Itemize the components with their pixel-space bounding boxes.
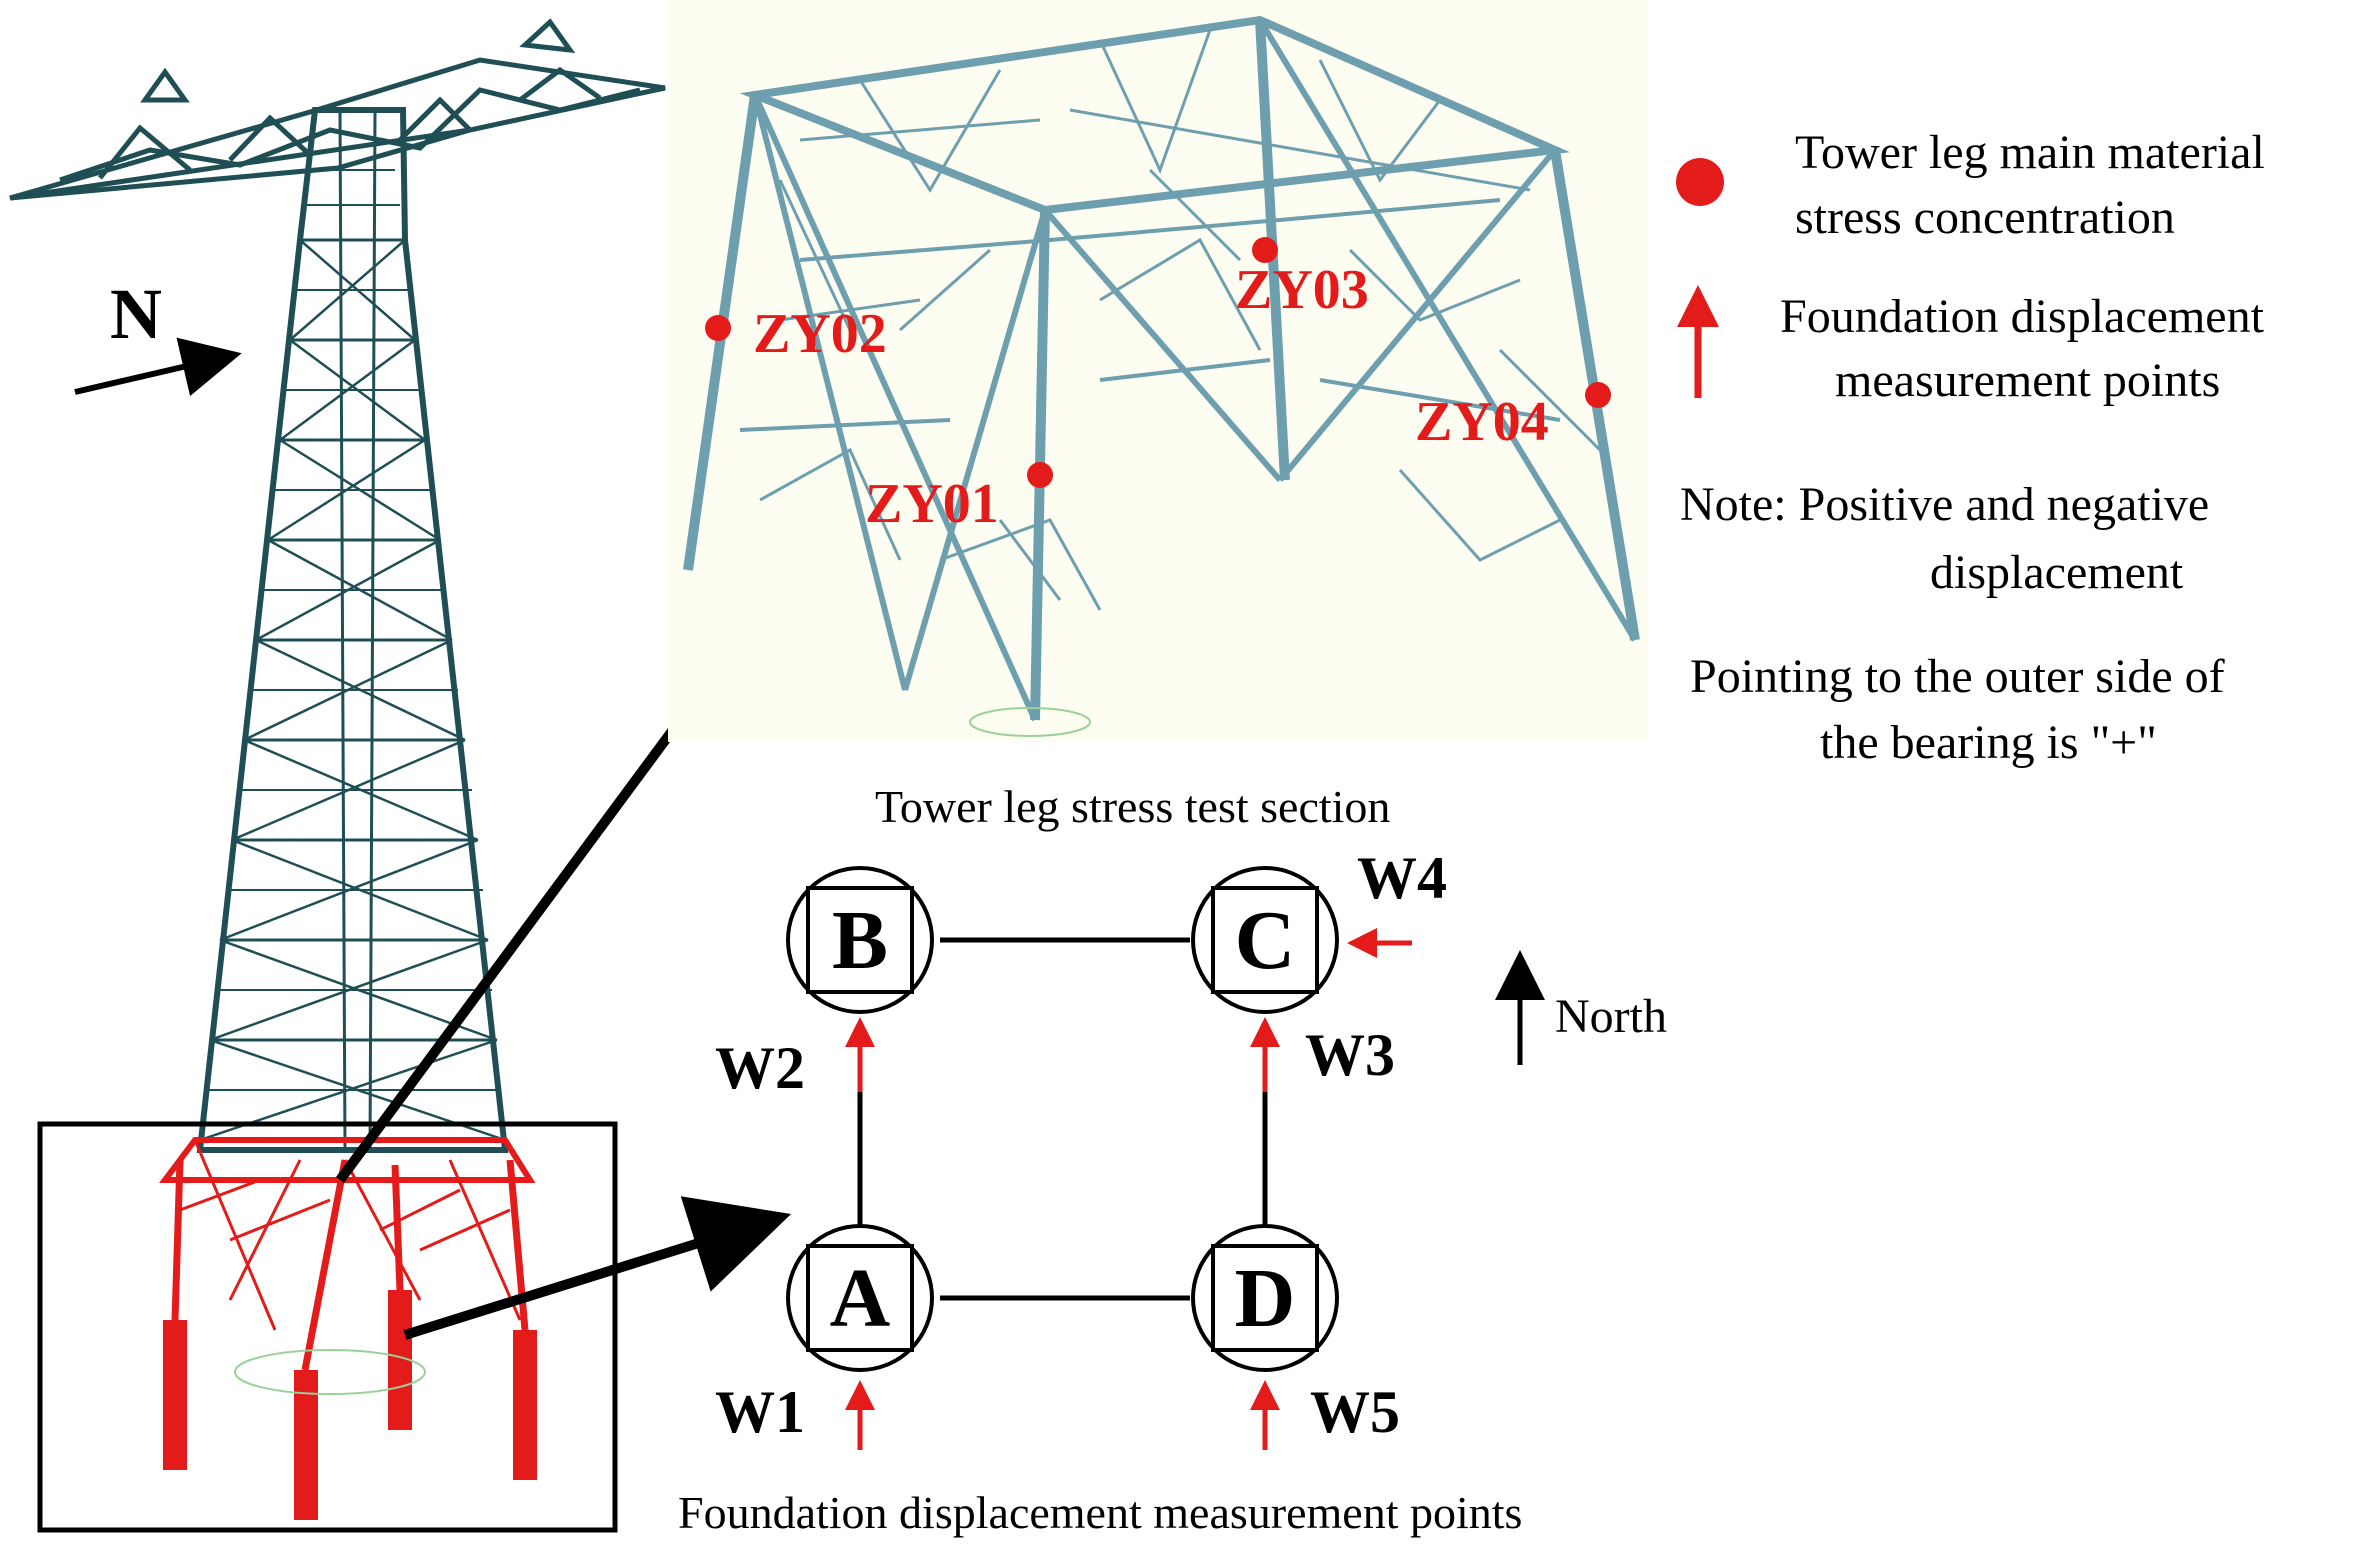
stress-marker-zy04	[1585, 382, 1611, 408]
plan-title: Tower leg stress test section	[875, 781, 1390, 832]
plan-view: Tower leg stress test section B C A	[678, 781, 1667, 1538]
legend-note-line3: Pointing to the outer side of	[1690, 650, 2225, 703]
north-label: North	[1555, 990, 1667, 1043]
compass-arrow-icon	[74, 337, 242, 397]
legend-note-line4: the bearing is "+"	[1820, 716, 2157, 769]
w4-label: W4	[1357, 845, 1447, 911]
node-c: C	[1191, 866, 1339, 1014]
stress-marker-zy02	[705, 315, 731, 341]
compass: N	[74, 274, 242, 397]
stress-label-zy03: ZY03	[1235, 259, 1369, 321]
ground-base-shadow	[234, 1349, 426, 1395]
detail-background	[668, 0, 1648, 742]
tower-body	[196, 107, 509, 1153]
leg-detail-panel: ZY01 ZY02 ZY03 ZY04	[668, 0, 1648, 742]
legend-stress-line1: Tower leg main material	[1795, 126, 2265, 179]
stress-label-zy01: ZY01	[865, 473, 999, 535]
legend-stress-line2: stress concentration	[1795, 191, 2175, 244]
legend-note-line2: displacement	[1930, 546, 2184, 599]
stress-marker-zy03	[1252, 237, 1278, 263]
compass-label: N	[110, 274, 162, 354]
plan-caption: Foundation displacement measurement poin…	[678, 1487, 1522, 1538]
node-a: A	[786, 1224, 934, 1372]
stress-marker-zy01	[1027, 462, 1053, 488]
plan-connectors	[857, 937, 1268, 1301]
callout-arrow-plan	[403, 1196, 792, 1340]
node-b-label: B	[832, 894, 888, 987]
w1-label: W1	[715, 1379, 805, 1445]
stress-dot-icon	[1676, 158, 1724, 206]
w2-label: W2	[715, 1035, 805, 1101]
stress-label-zy02: ZY02	[753, 303, 887, 365]
node-c-label: C	[1235, 894, 1296, 987]
detail-base-shadow	[969, 707, 1091, 737]
w3-label: W3	[1305, 1022, 1395, 1088]
tower-crossarm	[9, 18, 666, 201]
legend-foundation-line1: Foundation displacement	[1780, 290, 2265, 343]
transmission-tower-model	[9, 18, 666, 1520]
legend-note-line1: Note: Positive and negative	[1680, 478, 2209, 531]
legend: Tower leg main material stress concentra…	[1676, 126, 2265, 769]
legend-foundation-line2: measurement points	[1835, 354, 2220, 407]
node-d: D	[1191, 1224, 1339, 1372]
node-a-label: A	[830, 1252, 891, 1345]
base-highlight-box	[37, 1121, 618, 1533]
tower-legs	[159, 1137, 537, 1520]
w5-label: W5	[1310, 1379, 1400, 1445]
node-b: B	[786, 866, 934, 1014]
stress-label-zy04: ZY04	[1415, 391, 1549, 453]
node-d-label: D	[1235, 1252, 1296, 1345]
